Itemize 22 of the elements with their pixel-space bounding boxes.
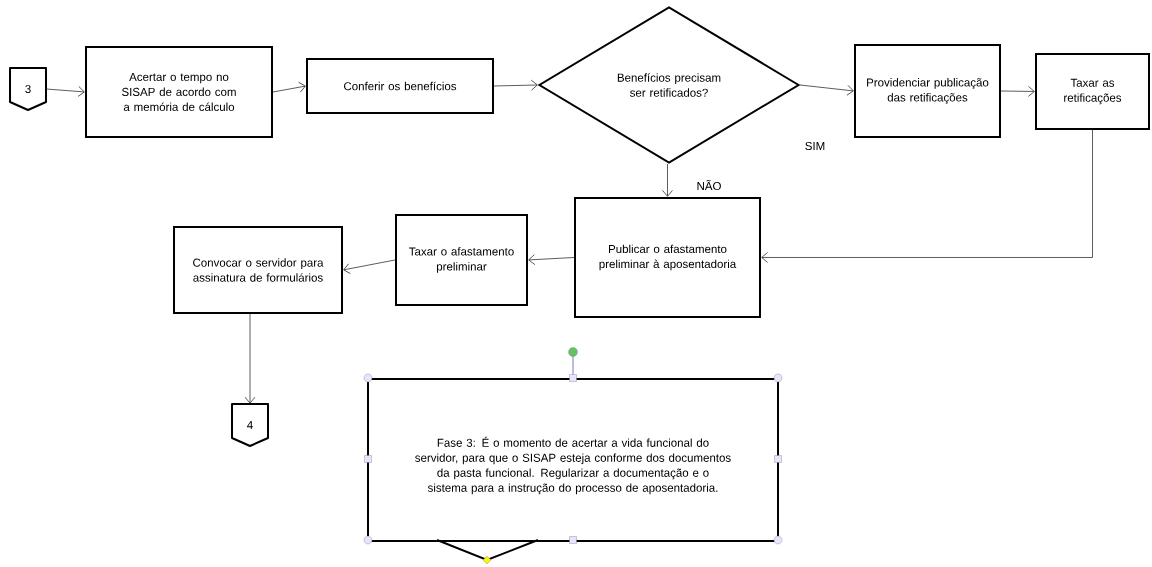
arrow: [761, 129, 1093, 263]
arrow: [244, 313, 256, 404]
arrow: [272, 81, 306, 93]
off-page-connector: 3: [9, 67, 47, 111]
process-box: Conferir os benefícios: [306, 58, 494, 114]
arrow: [493, 79, 538, 91]
process-box: Acertar o tempo no SISAP de acordo com a memória de cálculo: [85, 46, 273, 138]
arrow: [45, 86, 85, 97]
off-page-connector: 4: [231, 403, 269, 447]
process-box: Taxar o afastamento preliminar: [395, 214, 528, 306]
process-box: Taxar as retificações: [1035, 53, 1150, 130]
callout-box: Fase 3: É o momento de acertar a vida funcional do servidor, para que o SISAP esteja conforme dos documentos da pasta funcional. Regularizar a documentação e o sistema para a instrução do processo de aposentadoria.: [367, 378, 779, 562]
process-box: Providenciar publicação das retificações: [854, 44, 1001, 138]
process-box: Convocar o servidor para assinatura de formulários: [173, 226, 343, 314]
arrow: [799, 84, 854, 96]
edge-label: SIM: [805, 141, 825, 151]
arrow: [662, 163, 673, 197]
edge-label: NÃO: [697, 179, 721, 191]
arrow: [343, 259, 396, 275]
arrow: [528, 254, 575, 265]
arrow: [1000, 86, 1035, 97]
process-box: Publicar o afastamento preliminar à aposentadoria: [574, 197, 761, 318]
